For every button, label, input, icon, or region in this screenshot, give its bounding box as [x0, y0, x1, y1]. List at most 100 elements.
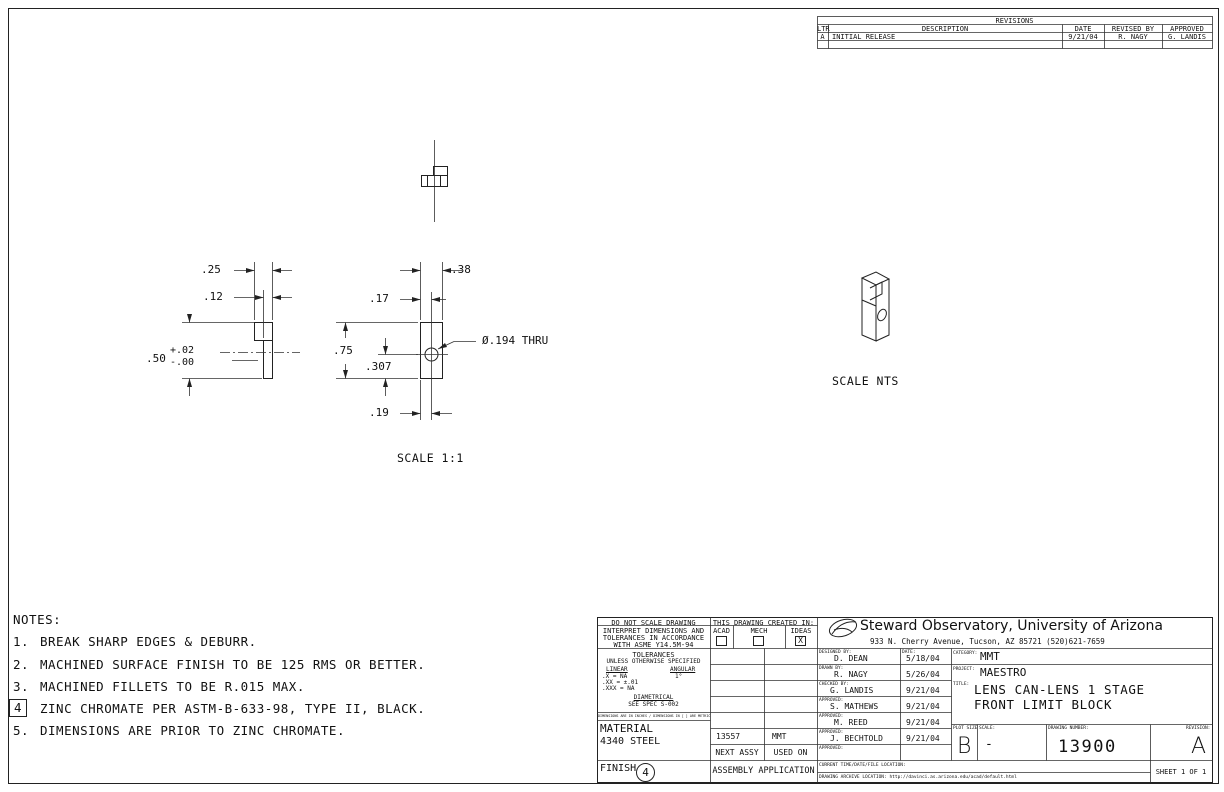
- rev-header-ltr: LTR: [817, 25, 830, 33]
- checked-by-label: CHECKED BY:: [819, 682, 849, 687]
- note-1-text: BREAK SHARP EDGES & DEBURR.: [40, 634, 257, 649]
- drawing-number-value: 13900: [1058, 737, 1117, 757]
- rev-header-revised-by: REVISED BY: [1111, 25, 1155, 33]
- interpret-line-1: INTERPRET DIMENSIONS AND: [602, 627, 705, 635]
- notes-heading: NOTES:: [13, 612, 62, 627]
- cad-mech-label: MECH: [750, 627, 768, 635]
- top-view: [421, 140, 448, 222]
- tol-xx: .XX = ±.01: [602, 679, 639, 686]
- rev-date: 9/21/04: [1068, 33, 1098, 41]
- dim-075: .75: [333, 344, 353, 357]
- project-value: MAESTRO: [980, 666, 1027, 679]
- angular-label: ANGULAR: [670, 666, 696, 673]
- category-value: MMT: [980, 650, 1000, 663]
- title-line-1: LENS CAN-LENS 1 STAGE: [974, 682, 1145, 697]
- current-time-label: CURRENT TIME/DATE/FILE LOCATION:: [819, 763, 906, 768]
- note-2-text: MACHINED SURFACE FINISH TO BE 125 RMS OR…: [40, 657, 426, 672]
- front-view: [336, 262, 476, 420]
- checked-by-value: G. LANDIS: [830, 686, 874, 695]
- tol-x: .X = NA: [602, 673, 628, 680]
- rev-header-date: DATE: [1074, 25, 1092, 33]
- interpret-line-2: TOLERANCES IN ACCORDANCE: [602, 634, 705, 642]
- cad-acad-checkbox: [716, 636, 727, 648]
- used-on-label: USED ON: [773, 748, 808, 757]
- scale-value: -: [985, 737, 993, 752]
- dim-012: .12: [203, 290, 223, 303]
- isometric-view: [860, 271, 891, 342]
- finish-label: FINISH: [600, 763, 637, 774]
- revisions-title: REVISIONS: [995, 17, 1034, 25]
- approved-1-label: APPROVED:: [819, 698, 844, 703]
- linear-label: LINEAR: [606, 666, 628, 673]
- dim-025: .25: [201, 263, 221, 276]
- approved-3-value: J. BECHTOLD: [830, 734, 883, 743]
- rev-header-approved: APPROVED: [1170, 25, 1204, 33]
- revision-value: A: [1191, 734, 1207, 759]
- approved-2-value: M. REED: [834, 718, 868, 727]
- plot-size-value: B: [957, 734, 972, 759]
- dim-0307: .307: [365, 360, 392, 373]
- side-view: [182, 262, 300, 396]
- organization-address: 933 N. Cherry Avenue, Tucson, AZ 85721 (…: [870, 637, 1105, 646]
- drawing-number-label: DRAWING NUMBER:: [1048, 726, 1089, 731]
- assy-number: 13557: [716, 732, 741, 741]
- do-not-scale: DO NOT SCALE DRAWING: [611, 619, 696, 627]
- date-label: DATE:: [902, 650, 916, 655]
- note-5-num: 5.: [13, 723, 30, 738]
- material-label: MATERIAL: [600, 722, 653, 735]
- tol-xxx: .XXX = NA: [602, 685, 635, 692]
- note-5-text: DIMENSIONS ARE PRIOR TO ZINC CHROMATE.: [40, 723, 345, 738]
- observatory-logo: [828, 618, 858, 638]
- approved-3-label: APPROVED:: [819, 730, 844, 735]
- assy-project: MMT: [772, 732, 787, 741]
- note-2-num: 2.: [13, 657, 30, 672]
- scale-iso-label: SCALE NTS: [832, 374, 899, 388]
- dim-hole-callout: Ø.194 THRU: [482, 334, 549, 347]
- approved-1-value: S. MATHEWS: [830, 702, 879, 711]
- plot-size-label: PLOT SIZE: [953, 726, 978, 731]
- finish-flag: 4: [636, 763, 655, 782]
- cad-ideas-checkbox: X: [795, 636, 806, 646]
- revisions-table-lines: [817, 16, 1213, 49]
- rev-header-description: DESCRIPTION: [921, 25, 969, 33]
- assembly-application-label: ASSEMBLY APPLICATION: [712, 766, 815, 776]
- checked-date: 9/21/04: [906, 686, 940, 695]
- drawn-date: 5/26/04: [906, 670, 940, 679]
- designed-date: 5/18/04: [906, 654, 940, 663]
- designed-by-label: DESIGNED BY:: [819, 650, 852, 655]
- cad-acad-label: ACAD: [713, 627, 730, 635]
- tolerances-title: TOLERANCES: [632, 651, 675, 659]
- revision-label: REVISION:: [1186, 726, 1211, 731]
- note-4-flag: 4: [9, 699, 27, 717]
- title-label: TITLE:: [953, 682, 970, 687]
- tol-angular: 1°: [675, 673, 683, 680]
- see-spec: SEE SPEC S-002: [628, 701, 679, 708]
- diametrical-label: DIAMETRICAL: [633, 694, 674, 701]
- project-label: PROJECT:: [953, 667, 975, 672]
- title-block-lines: [597, 617, 1213, 783]
- rev-description: INITIAL RELEASE: [832, 33, 896, 41]
- designed-by-value: D. DEAN: [834, 654, 868, 663]
- dimensions-note: DIMENSIONS ARE IN INCHES / DIMENSIONS IN…: [598, 714, 711, 718]
- interpret-line-3: WITH ASME Y14.5M-94: [613, 641, 694, 649]
- scale-label: SCALE:: [979, 726, 996, 731]
- approved-4-label: APPROVED:: [819, 746, 844, 751]
- note-3-num: 3.: [13, 679, 30, 694]
- created-in-label: THIS DRAWING CREATED IN:: [712, 619, 815, 627]
- dim-017: .17: [369, 292, 389, 305]
- organization-name: Steward Observatory, University of Arizo…: [860, 618, 1163, 634]
- unless-specified: UNLESS OTHERWISE SPECIFIED: [606, 658, 701, 665]
- category-label: CATEGORY:: [953, 651, 978, 656]
- dim-050: .50: [146, 352, 166, 365]
- rev-approved: G. LANDIS: [1168, 33, 1206, 41]
- dim-tol-minus: -.00: [170, 357, 195, 368]
- note-1-num: 1.: [13, 634, 30, 649]
- next-assy-label: NEXT ASSY: [715, 748, 759, 757]
- cad-mech-checkbox: [753, 636, 764, 648]
- approved-2-label: APPROVED:: [819, 714, 844, 719]
- dim-tol-plus: +.02: [170, 345, 195, 356]
- drawn-by-label: DRAWN BY:: [819, 666, 844, 671]
- archive-location: DRAWING ARCHIVE LOCATION: http://davinci…: [819, 775, 1017, 780]
- approved-3-date: 9/21/04: [906, 734, 940, 743]
